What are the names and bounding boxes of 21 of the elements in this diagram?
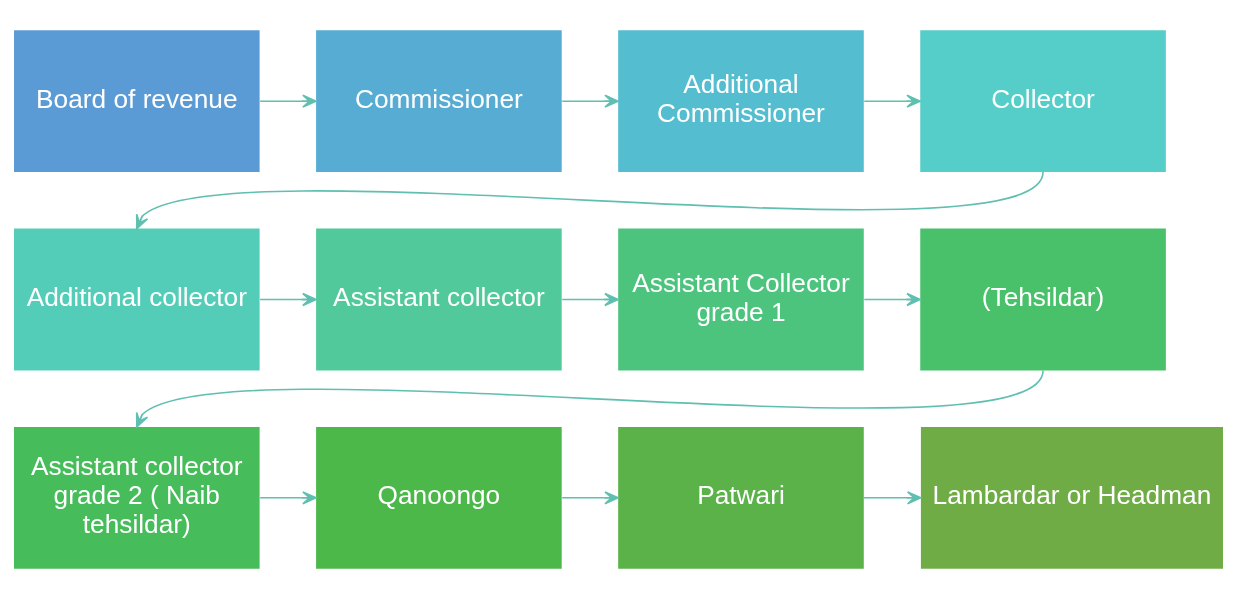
node-box: (Tehsildar) bbox=[920, 228, 1166, 370]
node-box: Assistant collector grade 2 ( Naib tehsildar) bbox=[14, 426, 260, 569]
node-box: Assistant Collector grade 1 bbox=[618, 228, 864, 370]
arrow bbox=[259, 490, 317, 505]
node-box: Collector bbox=[920, 29, 1166, 172]
arrow bbox=[863, 292, 921, 306]
node-box: Patwari bbox=[618, 426, 864, 569]
node-box: Qanoongo bbox=[316, 426, 562, 569]
node-box: Additional Commissioner bbox=[618, 29, 864, 172]
arrow bbox=[561, 93, 619, 108]
node-box: Board of revenue bbox=[14, 29, 260, 172]
node-box: Assistant collector bbox=[316, 228, 562, 370]
node-box: Commissioner bbox=[316, 29, 562, 172]
arrow bbox=[259, 292, 317, 306]
node-box: Lambardar or Headman bbox=[920, 426, 1223, 569]
arrow bbox=[863, 490, 922, 505]
arrow bbox=[259, 93, 317, 108]
arrow bbox=[863, 93, 921, 108]
node-box: Additional collector bbox=[14, 228, 260, 370]
arrow bbox=[561, 292, 619, 306]
arrow bbox=[561, 490, 619, 505]
